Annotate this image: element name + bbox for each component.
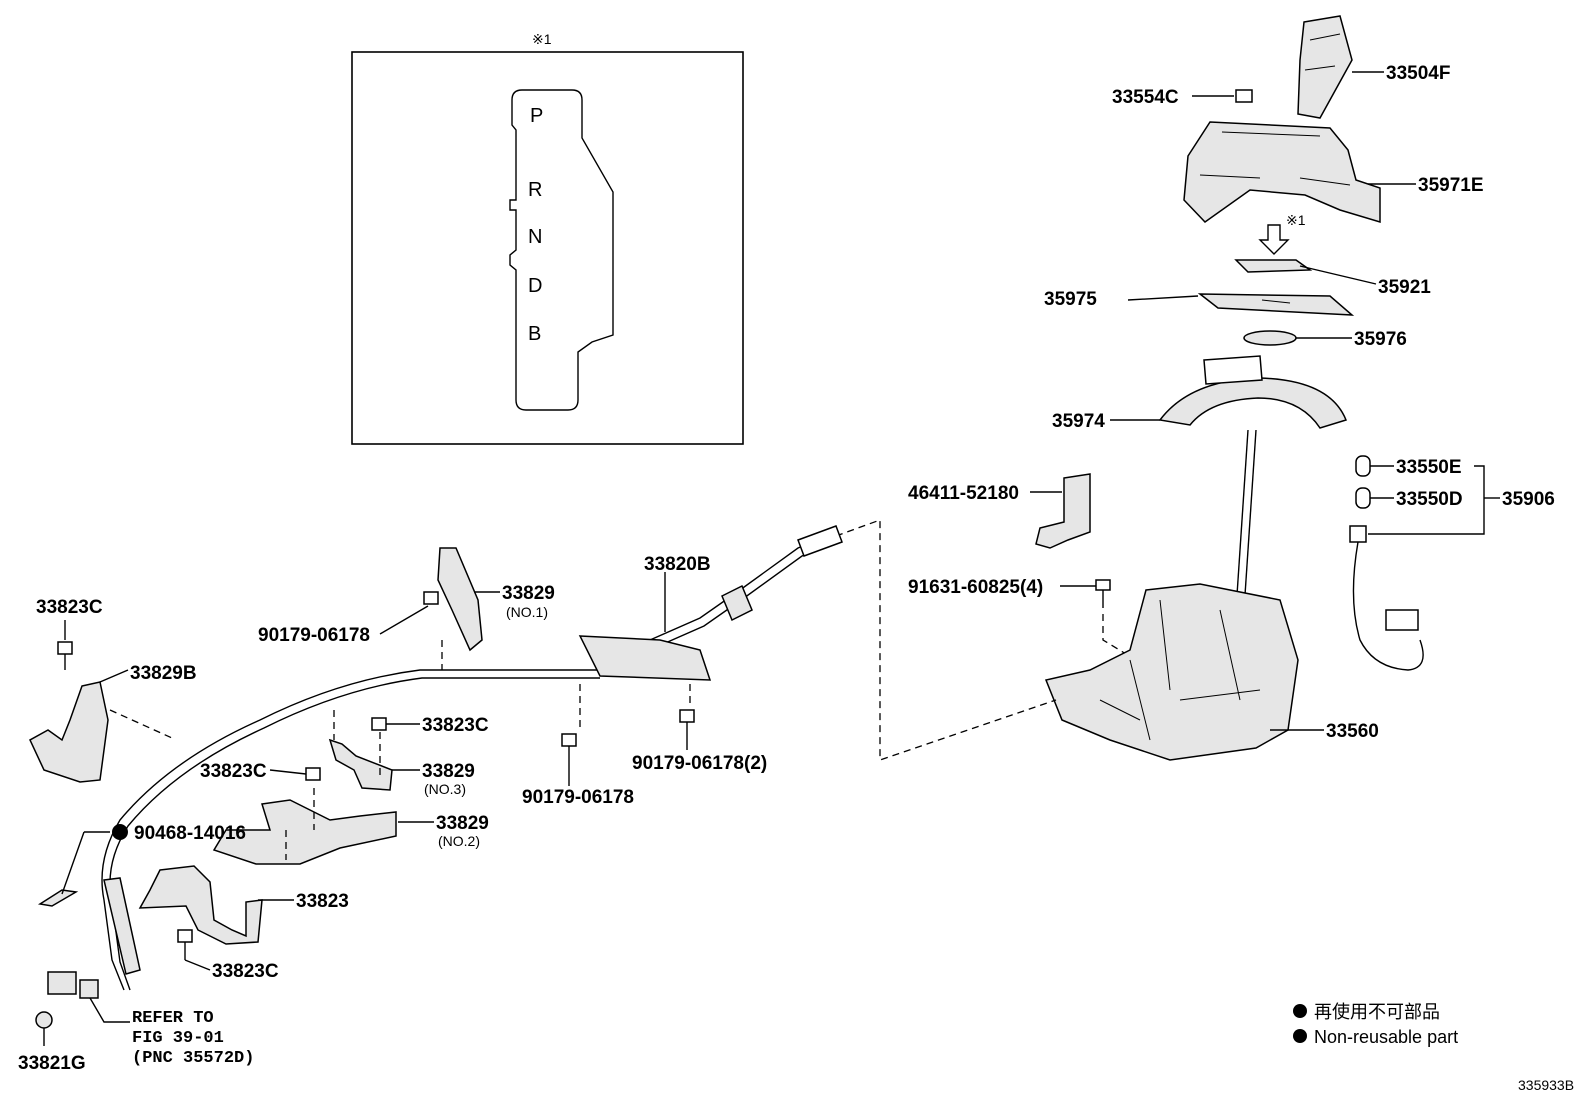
gear-r: R (528, 179, 542, 201)
bracket-33829B (29, 681, 109, 783)
label-35976: 35976 (1354, 329, 1407, 350)
position-plate (1234, 259, 1313, 273)
label-33829B: 33829B (130, 663, 197, 684)
label-33829-no2: 33829 (436, 813, 489, 834)
label-35975: 35975 (1044, 289, 1097, 310)
inset-frame (351, 51, 744, 445)
housing-cover (1158, 355, 1347, 429)
label-33560: 33560 (1326, 721, 1379, 742)
label-no3: (NO.3) (424, 781, 466, 797)
label-no1: (NO.1) (506, 604, 548, 620)
refer-line-2: FIG 39-01 (132, 1029, 224, 1048)
shift-bezel (1183, 121, 1381, 224)
shift-knob (1297, 15, 1353, 119)
bracket-46411 (1035, 473, 1091, 549)
label-33823C-c: 33823C (200, 761, 267, 782)
label-33554C: 33554C (1112, 87, 1179, 108)
figure-code: 335933B (1518, 1077, 1574, 1093)
gear-p: P (530, 105, 543, 127)
legend-line-1: 再使用不可部品 (1314, 1002, 1440, 1022)
label-35906: 35906 (1502, 489, 1555, 510)
label-no2: (NO.2) (438, 833, 480, 849)
label-33550D: 33550D (1396, 489, 1463, 510)
non-reusable-bullet-1 (1293, 1004, 1307, 1018)
bracket-33829-no2 (212, 799, 397, 865)
slide-plate (1197, 293, 1355, 316)
bulb-wire-harness (1349, 525, 1424, 671)
label-90179-06178-a: 90179-06178 (258, 625, 370, 646)
label-33823C-b: 33823C (422, 715, 489, 736)
nut-90179-b (561, 733, 577, 747)
gear-n: N (528, 226, 542, 248)
label-35971E: 35971E (1418, 175, 1484, 196)
non-reusable-bullet-2 (1293, 1029, 1307, 1043)
dust-seal (1243, 330, 1297, 346)
insert-arrow (1258, 224, 1290, 255)
label-33823C-a: 33823C (36, 597, 103, 618)
label-33550E: 33550E (1396, 457, 1462, 478)
bolt-33823C-d (177, 929, 193, 960)
legend: 再使用不可部品 Non-reusable part (1293, 1002, 1458, 1047)
bolt-33823C-b (371, 717, 387, 731)
inset-marker: ※1 (532, 31, 552, 47)
label-33829-no3: 33829 (422, 761, 475, 782)
label-35974: 35974 (1052, 411, 1105, 432)
bracket-33829-no1 (437, 547, 483, 652)
cable-connection-dashed (835, 519, 1057, 761)
label-33504F: 33504F (1386, 63, 1450, 84)
arrow-marker: ※1 (1286, 212, 1306, 228)
bulbs (1355, 455, 1371, 509)
bolt-91631 (1095, 579, 1111, 608)
cable-bracket-33820B (578, 635, 712, 681)
gear-b: B (528, 323, 541, 345)
cable-clamp (47, 971, 130, 1023)
label-90468-14016: 90468-14016 (134, 823, 246, 844)
bolt-33823C-c (305, 767, 321, 781)
label-33821G: 33821G (18, 1053, 86, 1074)
bracket-33829-no3 (328, 738, 393, 791)
label-33823: 33823 (296, 891, 349, 912)
gear-d: D (528, 275, 542, 297)
label-33820B: 33820B (644, 554, 711, 575)
legend-line-2: Non-reusable part (1314, 1027, 1458, 1047)
label-35921: 35921 (1378, 277, 1431, 298)
bracket-33823 (138, 865, 263, 945)
shift-cable (101, 525, 843, 991)
label-33823C-d: 33823C (212, 961, 279, 982)
clip-90468 (37, 824, 128, 907)
label-33829-no1: 33829 (502, 583, 555, 604)
knob-clip (1235, 89, 1253, 103)
refer-line-3: (PNC 35572D) (132, 1049, 254, 1068)
label-90179-06178-b: 90179-06178 (522, 787, 634, 808)
label-90179-06178-c: 90179-06178(2) (632, 753, 767, 774)
nut-90179-c (679, 709, 695, 723)
bolt-33823C-a (57, 641, 73, 670)
nut-33821G (35, 1011, 53, 1029)
nut-90179-a (423, 591, 439, 605)
label-91631-60825: 91631-60825(4) (908, 577, 1043, 598)
label-46411-52180: 46411-52180 (908, 483, 1019, 504)
refer-line-1: REFER TO (132, 1009, 214, 1028)
shift-lever-assembly (1044, 429, 1299, 761)
shift-gate-outline (509, 89, 614, 411)
shift-pattern-inset: ※1 P R N D B (351, 31, 744, 445)
